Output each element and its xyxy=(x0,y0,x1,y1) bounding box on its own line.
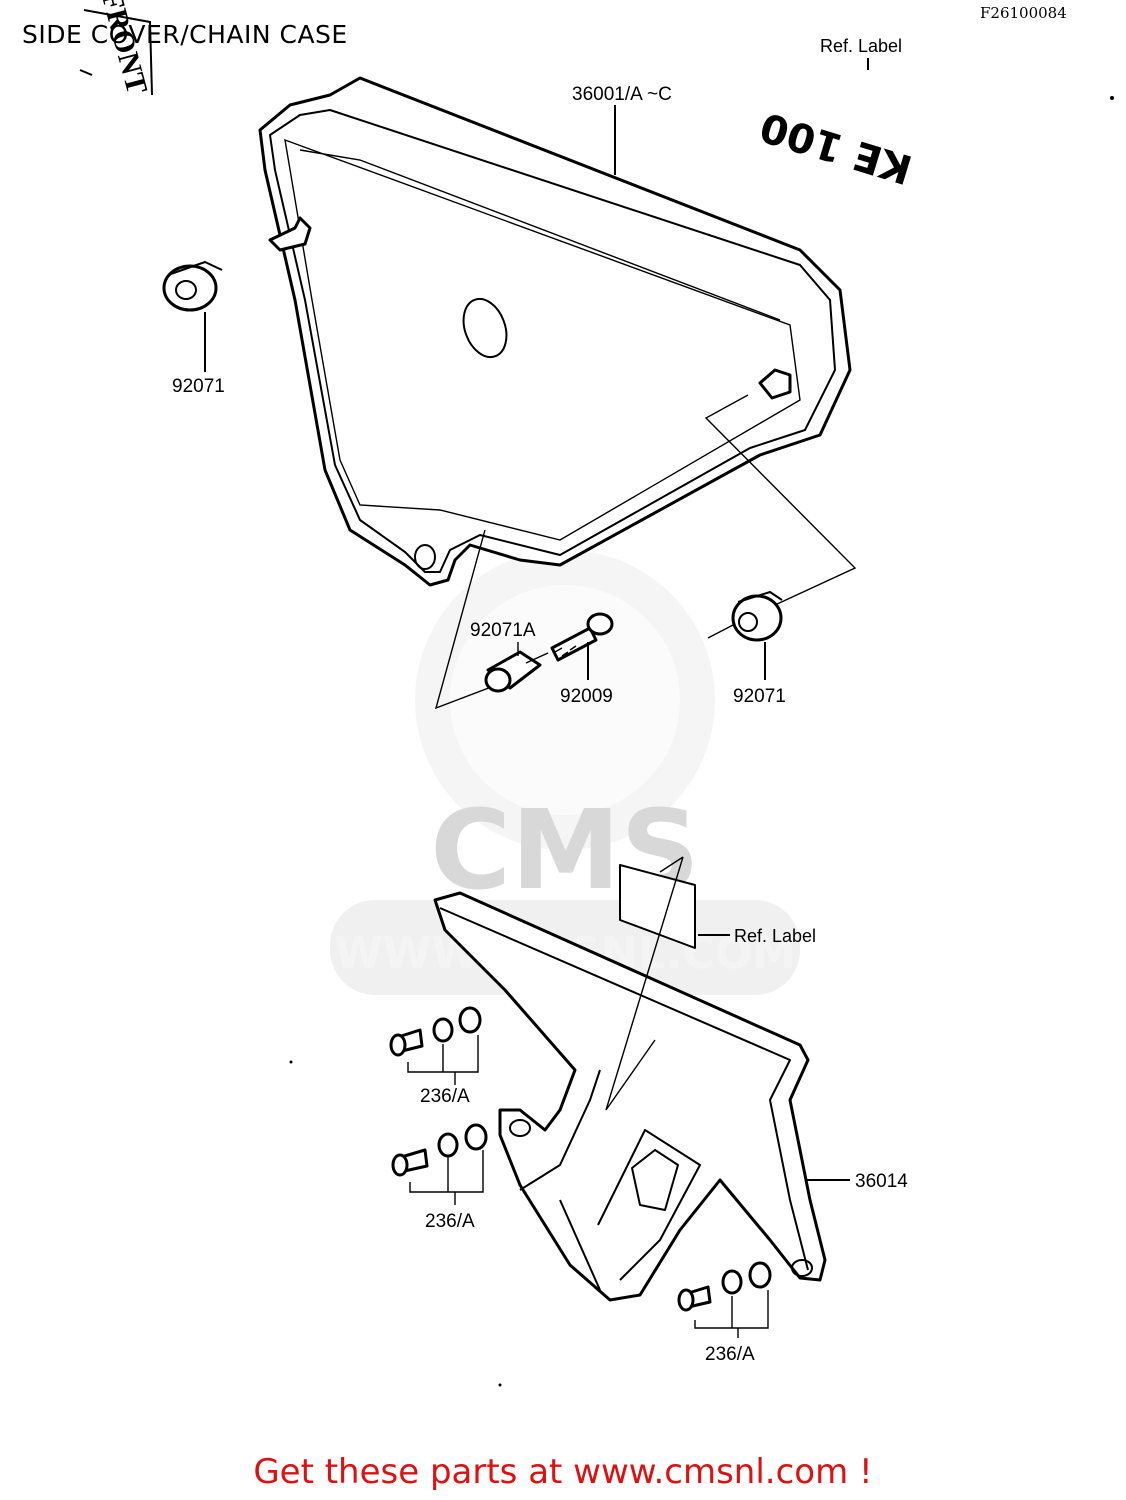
side-cover-hole xyxy=(462,297,508,359)
model-sticker: KE 100 xyxy=(755,103,917,193)
label-bolt-set-2: 236/A xyxy=(425,1211,475,1232)
chain-case-window xyxy=(631,1149,679,1211)
side-cover-pin-rear xyxy=(758,368,792,400)
diagram-ref-code: F26100084 xyxy=(980,4,1067,22)
label-grommet-left: 92071 xyxy=(172,376,225,397)
label-grommet-right: 92071 xyxy=(733,686,786,707)
chain-case xyxy=(433,891,827,1302)
side-cover-mount-hole xyxy=(414,544,436,570)
cms-watermark: CMS WWW.CMSNL.COM xyxy=(330,550,800,995)
bolt-92009 xyxy=(550,612,614,662)
footer-link-text[interactable]: Get these parts at www.cmsnl.com ! xyxy=(253,1452,873,1492)
side-cover-pin-front xyxy=(268,216,312,252)
front-sticker-frame xyxy=(83,9,153,96)
front-sticker-arrow xyxy=(79,69,93,76)
label-chain-case: 36014 xyxy=(855,1171,908,1192)
side-cover xyxy=(258,76,852,587)
bolt-set-3 xyxy=(677,1261,772,1338)
grommet-left xyxy=(162,261,223,312)
model-sticker-text: KE 100 xyxy=(755,103,917,193)
label-ref-top: Ref. Label xyxy=(820,36,902,56)
label-collar: 92071A xyxy=(470,620,536,641)
label-ref-bottom: Ref. Label xyxy=(734,926,816,946)
collar xyxy=(484,650,542,693)
ref-label-sticker xyxy=(619,864,696,949)
label-side-cover: 36001/A ~C xyxy=(572,84,672,105)
label-bolt-set-1: 236/A xyxy=(420,1086,470,1107)
bolt-set-1 xyxy=(389,1006,482,1085)
bolt-set-2 xyxy=(391,1123,488,1205)
page-title: SIDE COVER/CHAIN CASE xyxy=(22,20,348,49)
label-bolt: 92009 xyxy=(560,686,613,707)
label-bolt-set-3: 236/A xyxy=(705,1344,755,1365)
grommet-right xyxy=(731,591,783,642)
